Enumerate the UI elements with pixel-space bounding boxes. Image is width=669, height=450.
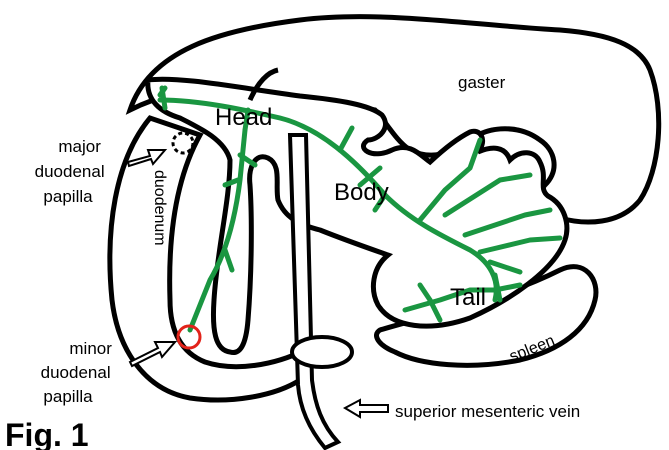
minor-papilla-label: minor duodenal papilla (41, 339, 117, 406)
figure-label: Fig. 1 (5, 417, 89, 450)
vein-oval (292, 337, 352, 367)
head-label: Head (215, 104, 272, 131)
major-papilla-label: major duodenal papilla (35, 137, 110, 206)
body-label: Body (334, 179, 389, 206)
gaster-label: gaster (458, 73, 506, 92)
vein-label: superior mesenteric vein (395, 402, 580, 421)
duodenum-label: duodenum (151, 170, 168, 246)
vein-arrow (345, 400, 388, 417)
tail-label: Tail (450, 284, 486, 311)
